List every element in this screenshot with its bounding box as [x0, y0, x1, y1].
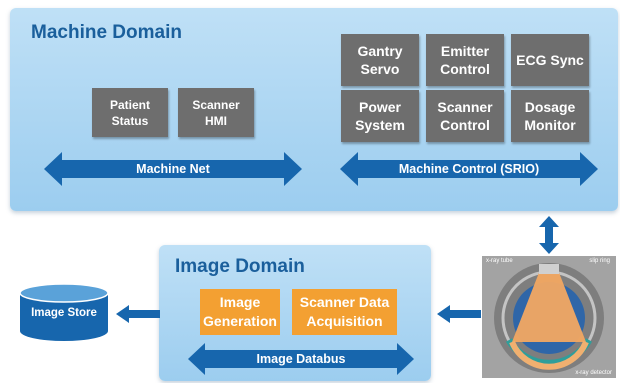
power-system-box: Power System: [341, 90, 419, 142]
dosage-monitor-box: Dosage Monitor: [511, 90, 589, 142]
machine-control-arrow: [340, 152, 598, 186]
ecg-sync-box: ECG Sync: [511, 34, 589, 86]
image-generation-box: Image Generation: [200, 289, 280, 335]
xray-tube-label: x-ray tube: [486, 258, 513, 264]
vertical-connector-arrow: [539, 216, 559, 254]
to-image-store-arrow: [116, 305, 160, 323]
machine-net-label: Machine Net: [136, 162, 210, 176]
ct-gantry-illustration: [494, 263, 604, 373]
image-domain-title: Image Domain: [175, 256, 305, 277]
image-databus: Image Databus: [188, 343, 414, 375]
machine-net-arrow: [44, 152, 302, 186]
image-databus-arrow: [188, 343, 414, 375]
machine-domain-panel: Machine Domain Patient Status Scanner HM…: [10, 8, 618, 211]
machine-net-bus: Machine Net: [44, 152, 302, 186]
machine-control-label: Machine Control (SRIO): [398, 162, 540, 176]
ct-scanner-image: x-ray tube slip ring x-ray detector: [482, 256, 616, 378]
image-store: Image Store: [18, 283, 110, 343]
image-databus-label: Image Databus: [256, 352, 346, 366]
database-cylinder-icon: [19, 283, 109, 341]
scanner-hmi-box: Scanner HMI: [178, 88, 254, 137]
scanner-data-acquisition-box: Scanner Data Acquisition: [292, 289, 397, 335]
emitter-control-box: Emitter Control: [426, 34, 504, 86]
scanner-control-box: Scanner Control: [426, 90, 504, 142]
xray-detector-label: x-ray detector: [575, 370, 612, 376]
image-domain-panel: Image Domain Image Generation Scanner Da…: [159, 245, 431, 381]
machine-domain-title: Machine Domain: [31, 22, 182, 43]
image-store-label: Image Store: [31, 307, 97, 319]
slip-ring-label: slip ring: [589, 258, 610, 264]
patient-status-box: Patient Status: [92, 88, 168, 137]
gantry-servo-box: Gantry Servo: [341, 34, 419, 86]
machine-control-bus: Machine Control (SRIO): [340, 152, 598, 186]
to-image-domain-arrow: [437, 305, 481, 323]
